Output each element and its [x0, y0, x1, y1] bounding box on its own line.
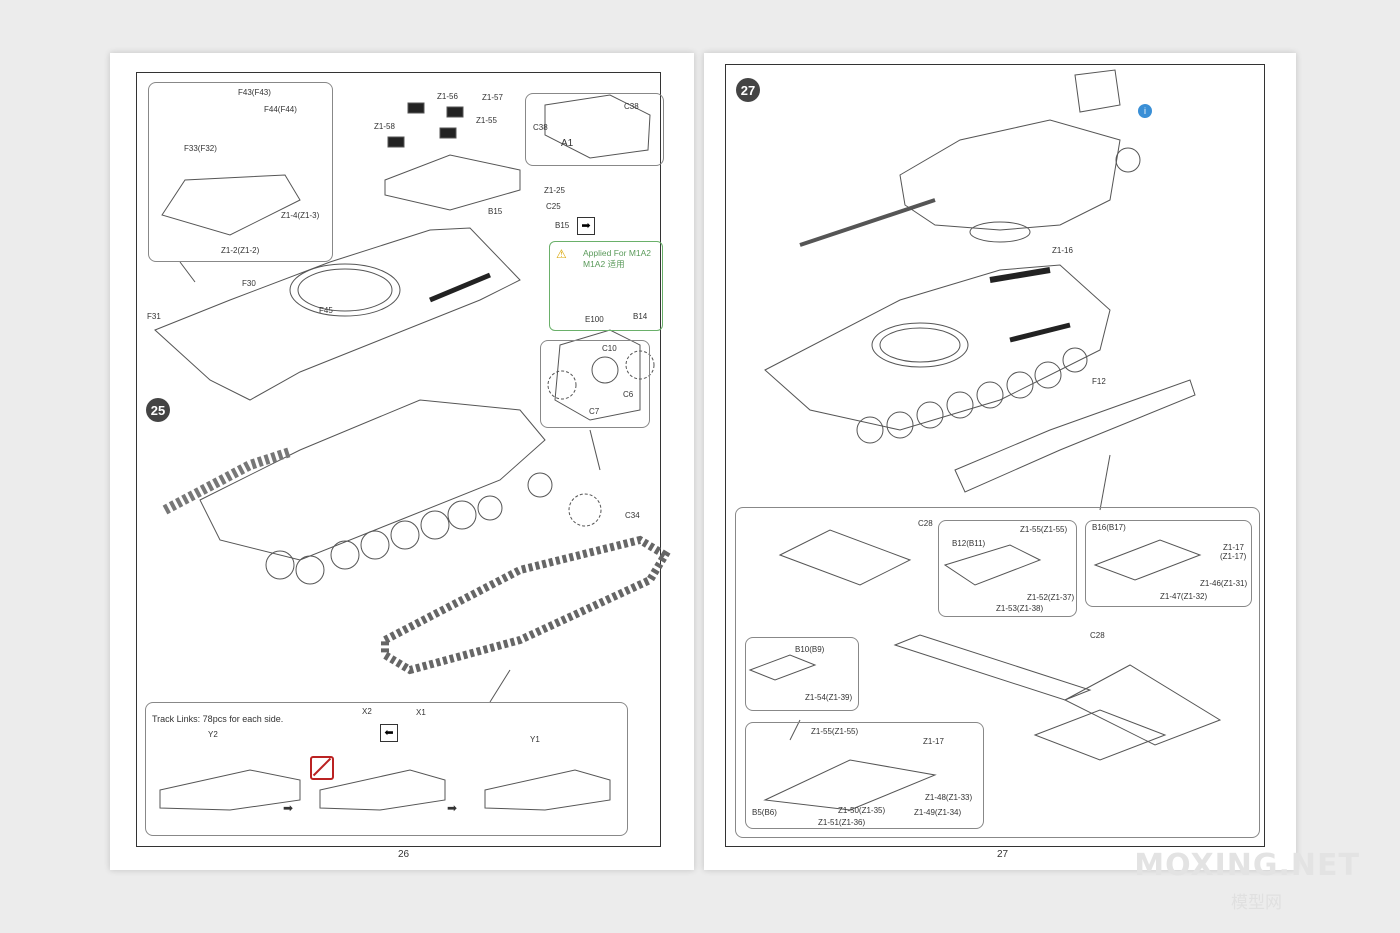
direction-arrow-icon-2: ⬅	[380, 724, 398, 742]
label-f30: F30	[242, 279, 256, 288]
label-a1: A1	[561, 138, 574, 149]
label-y1: Y1	[530, 735, 540, 744]
label-c25: C25	[546, 202, 561, 211]
label-z1-17-c: Z1-17	[923, 737, 944, 746]
label-z1-25: Z1-25	[544, 186, 565, 195]
label-z1-49: Z1-49(Z1-34)	[914, 808, 962, 817]
inset-hatch-box	[525, 93, 664, 166]
step-arrow-icon-1: ➡	[283, 801, 294, 815]
label-b15-a: B15	[488, 207, 503, 216]
label-z1-56: Z1-56	[437, 92, 458, 101]
label-z1-53: Z1-53(Z1-38)	[996, 604, 1044, 613]
step-27-marker: 27	[736, 78, 760, 102]
label-z1-48: Z1-48(Z1-33)	[925, 793, 973, 802]
label-f43: F43(F43)	[238, 88, 271, 97]
no-glue-icon	[310, 756, 334, 780]
label-b5: B5(B6)	[752, 808, 777, 817]
label-z1-2: Z1-2(Z1-2)	[221, 246, 260, 255]
label-c10: C10	[602, 344, 617, 353]
warning-icon: ⚠	[556, 247, 567, 261]
label-c38-b: C38	[533, 123, 548, 132]
left-page: 26	[110, 53, 694, 870]
b5-inset-box	[745, 722, 984, 829]
label-z1-55-a: Z1-55(Z1-55)	[1020, 525, 1068, 534]
b10-inset-box	[745, 637, 859, 711]
label-z1-50: Z1-50(Z1-35)	[838, 806, 886, 815]
label-z1-57: Z1-57	[482, 93, 503, 102]
right-page-frame	[725, 64, 1265, 847]
label-f45: F45	[319, 306, 333, 315]
label-b16: B16(B17)	[1092, 523, 1126, 532]
watermark-en: MOXING.NET	[1134, 848, 1360, 883]
note-part-e100: E100	[585, 315, 604, 324]
note-line1: Applied For M1A2	[583, 248, 652, 258]
side-skirt-detail-box	[735, 507, 1260, 838]
label-z1-55: Z1-55	[476, 116, 497, 125]
label-z1-52: Z1-52(Z1-37)	[1027, 593, 1075, 602]
note-line2: M1A2 适用	[583, 259, 625, 269]
right-page: 27	[704, 53, 1296, 870]
label-z1-55-b: Z1-55(Z1-55)	[811, 727, 859, 736]
label-z1-51: Z1-51(Z1-36)	[818, 818, 866, 827]
direction-arrow-icon: ➡	[577, 217, 595, 235]
note-part-b14: B14	[633, 312, 648, 321]
track-links-note: Track Links: 78pcs for each side.	[152, 714, 284, 724]
label-c38-a: C38	[624, 102, 639, 111]
m1a2-note-box	[549, 241, 663, 331]
label-z1-47: Z1-47(Z1-32)	[1160, 592, 1208, 601]
right-page-number: 27	[997, 849, 1009, 860]
info-icon: i	[1138, 104, 1152, 118]
label-c28-a: C28	[918, 519, 933, 528]
label-y2: Y2	[208, 730, 218, 739]
step-arrow-icon-2: ➡	[447, 801, 458, 815]
label-z1-16: Z1-16	[1052, 246, 1073, 255]
label-z1-54: Z1-54(Z1-39)	[805, 693, 853, 702]
label-b12: B12(B11)	[952, 539, 986, 548]
label-c34: C34	[625, 511, 640, 520]
label-z1-17-a: Z1-17	[1223, 543, 1244, 552]
label-f31: F31	[147, 312, 161, 321]
b16-inset-box	[1085, 520, 1252, 607]
label-x1: X1	[416, 708, 426, 717]
watermark-cn: 模型网	[1231, 893, 1282, 912]
label-f12: F12	[1092, 377, 1106, 386]
label-z1-17-b: (Z1-17)	[1220, 552, 1247, 561]
label-c6: C6	[623, 390, 634, 399]
label-c28-b: C28	[1090, 631, 1105, 640]
b12-inset-box	[938, 520, 1077, 617]
label-z1-4: Z1-4(Z1-3)	[281, 211, 320, 220]
sprocket-detail-box	[540, 340, 650, 428]
left-page-frame	[136, 72, 661, 847]
label-b15-b: B15	[555, 221, 570, 230]
inset-hull-box	[148, 82, 333, 262]
label-z1-46: Z1-46(Z1-31)	[1200, 579, 1248, 588]
left-page-number: 26	[398, 849, 410, 860]
label-b10: B10(B9)	[795, 645, 825, 654]
label-c7: C7	[589, 407, 600, 416]
label-x2: X2	[362, 707, 372, 716]
label-z1-58: Z1-58	[374, 122, 395, 131]
track-link-box	[145, 702, 628, 836]
label-f33: F33(F32)	[184, 144, 217, 153]
label-f44: F44(F44)	[264, 105, 297, 114]
step-25-marker: 25	[146, 398, 170, 422]
